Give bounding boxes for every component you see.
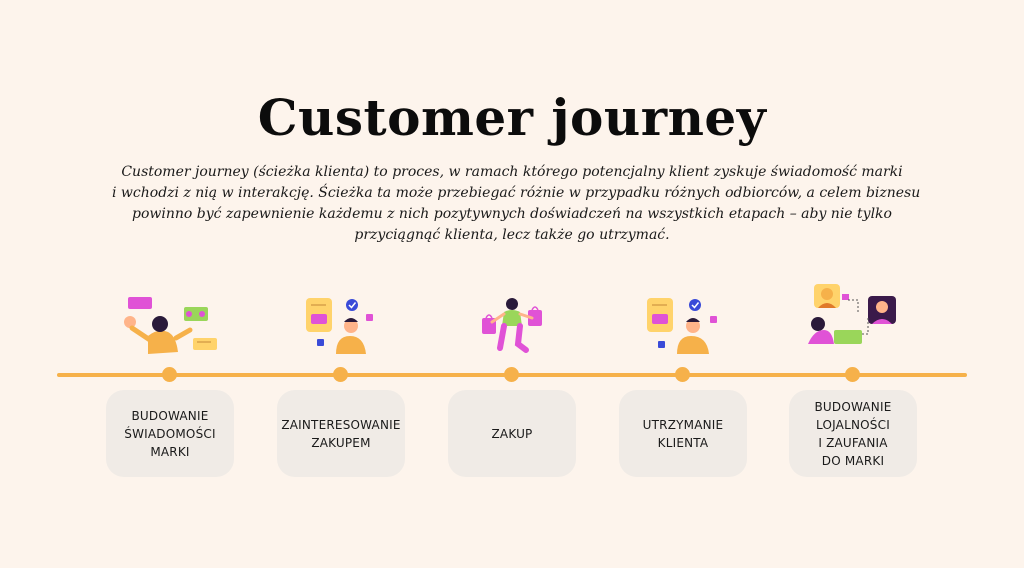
description-line: i wchodzi z nią w interakcję. Ścieżka ta… — [112, 185, 921, 201]
stage-awareness-label: BUDOWANIE ŚWIADOMOŚCI MARKI — [106, 390, 234, 477]
description-line: powinno być zapewnienie każdemu z nich p… — [132, 206, 892, 222]
timeline-dot — [675, 367, 690, 382]
customer-retention-illustration — [647, 298, 717, 354]
timeline-dot — [333, 367, 348, 382]
stage-loyalty-label: BUDOWANIE LOJALNOŚCI I ZAUFANIA DO MARKI — [789, 390, 917, 477]
loyalty-trust-illustration — [808, 284, 896, 344]
timeline-dot — [504, 367, 519, 382]
description-line: przyciągnąć klienta, lecz także go utrzy… — [354, 227, 670, 243]
stage-purchase-label: ZAKUP — [448, 390, 576, 477]
stage-retention-label: UTRZYMANIE KLIENTA — [619, 390, 747, 477]
stage-interest-label: ZAINTERESOWANIE ZAKUPEM — [277, 390, 405, 477]
timeline-dot — [845, 367, 860, 382]
description: Customer journey (ścieżka klienta) to pr… — [112, 162, 921, 246]
shopping-illustration — [482, 298, 542, 353]
purchase-interest-illustration — [306, 298, 373, 354]
brand-awareness-illustration — [124, 297, 217, 354]
description-line: Customer journey (ścieżka klienta) to pr… — [121, 164, 903, 180]
page-title: Customer journey — [257, 88, 767, 147]
timeline-dot — [162, 367, 177, 382]
